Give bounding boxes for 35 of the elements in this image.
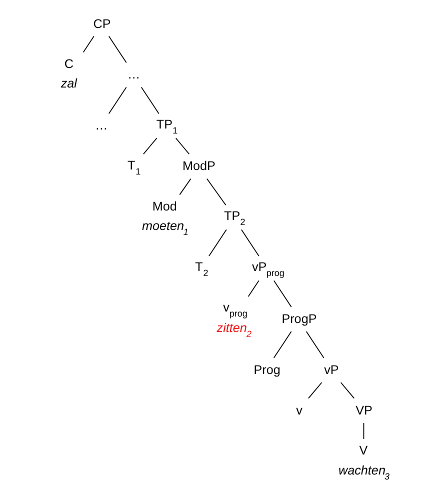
- node-text: …: [127, 68, 140, 82]
- node-text: Mod moeten$_{1}$: [141, 199, 188, 238]
- connector: [108, 86, 126, 114]
- connector: [305, 331, 324, 358]
- node-text: TP$_{2}$: [224, 209, 245, 228]
- connector: [362, 422, 364, 440]
- connector: [272, 331, 292, 358]
- node-text: VP: [355, 404, 372, 418]
- node-text: vP$_{prog}$: [251, 260, 284, 278]
- connector: [272, 280, 292, 308]
- node-text: v: [296, 404, 302, 418]
- connector: [240, 229, 259, 256]
- node-text: TP$_{1}$: [156, 118, 178, 136]
- node-text: v$_{prog}$ zitten$_{2}$: [216, 300, 252, 340]
- node-text: ProgP: [281, 312, 316, 326]
- connector: [178, 178, 191, 196]
- node-text: V wachten$_{3}$: [338, 444, 389, 482]
- connector: [142, 138, 157, 154]
- node-text: Prog: [253, 362, 280, 377]
- node-text: T$_{1}$: [127, 158, 140, 176]
- node-text: ModP: [182, 159, 215, 174]
- connector: [308, 382, 322, 399]
- node-text: C zal: [60, 56, 76, 91]
- connector: [340, 382, 354, 399]
- connector: [206, 178, 226, 206]
- connector: [247, 280, 259, 297]
- connector: [108, 36, 126, 64]
- node-text: vP: [324, 362, 338, 377]
- node-text: CP: [92, 16, 110, 31]
- node-text: T$_{2}$: [194, 260, 208, 278]
- connector: [208, 229, 226, 256]
- connector: [140, 86, 159, 114]
- connector: [174, 138, 190, 154]
- node-text: …: [94, 118, 108, 133]
- connector: [82, 36, 94, 53]
